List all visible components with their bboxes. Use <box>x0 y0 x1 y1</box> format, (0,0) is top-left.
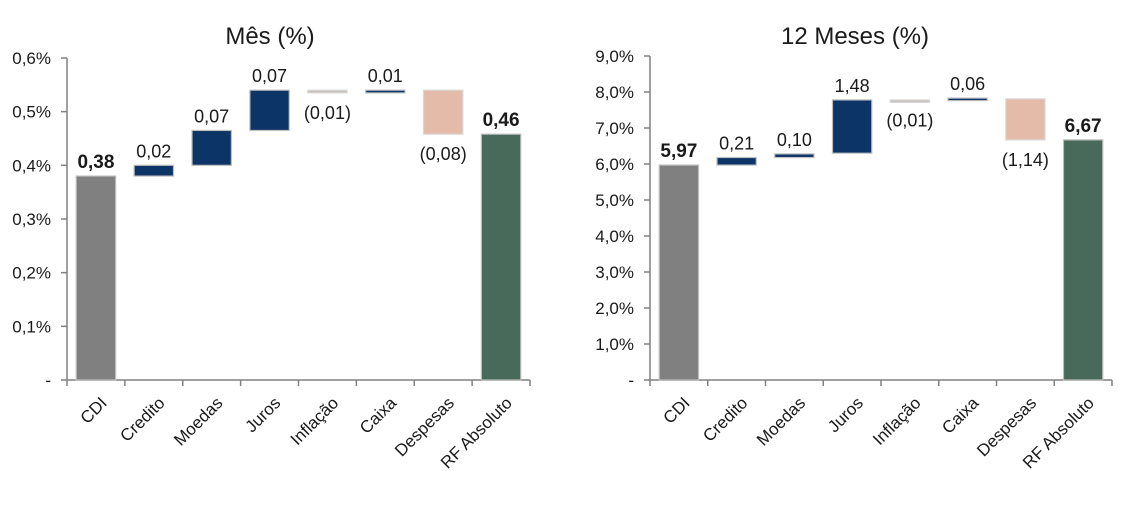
chart-panel-12m: 12 Meses (%) - 1,0% 2,0% 3,0% 4,0% 5,0% 6,0% 7,0… <box>595 23 1113 472</box>
data-label: 0,07 <box>194 106 229 126</box>
x-tick-label: Credito <box>116 393 168 445</box>
bar-rf-absoluto <box>1062 139 1104 381</box>
bar-credito <box>133 164 175 177</box>
chart-title: 12 Meses (%) <box>781 23 929 50</box>
y-tick-label: 4,0% <box>595 227 634 246</box>
y-tick-label: 0,6% <box>12 49 51 68</box>
data-label: (1,14) <box>1002 150 1049 170</box>
bar-juros <box>831 99 873 154</box>
bar-cdi <box>658 164 700 381</box>
data-label: 1,48 <box>835 76 870 96</box>
data-label: (0,01) <box>886 110 933 130</box>
y-tick-label: 0,5% <box>12 103 51 122</box>
data-label: 0,06 <box>950 74 985 94</box>
bar-caixa <box>365 89 406 94</box>
data-label: 0,38 <box>77 152 114 173</box>
y-tick-label: 5,0% <box>595 191 634 210</box>
chart-title: Mês (%) <box>225 23 314 50</box>
bar-credito <box>716 156 757 166</box>
data-label: 0,46 <box>483 110 520 131</box>
y-tick-label: 0,3% <box>12 210 51 229</box>
data-label: 0,21 <box>719 134 754 154</box>
y-tick-label: 8,0% <box>595 83 634 102</box>
data-label: 0,02 <box>136 141 171 161</box>
x-tick-label: Moedas <box>753 393 809 449</box>
bar-cdi <box>75 175 117 381</box>
x-tick-label: CDI <box>660 393 694 427</box>
bar-infla-o <box>889 99 931 104</box>
data-label: (0,01) <box>304 103 351 123</box>
x-tick-label: Caixa <box>356 393 401 438</box>
x-tick-label: Inflação <box>287 393 343 449</box>
data-label: 0,10 <box>777 130 812 150</box>
y-tick-label: 6,0% <box>595 155 634 174</box>
bar-despesas <box>1005 98 1046 141</box>
bar-caixa <box>947 97 988 102</box>
y-tick-label: 0,4% <box>12 156 51 175</box>
data-label: 5,97 <box>660 141 697 162</box>
x-tick-label: Caixa <box>938 393 983 438</box>
bar-rf-absoluto <box>480 133 522 381</box>
y-tick-label: 1,0% <box>595 335 634 354</box>
x-tick-label: Juros <box>242 393 285 436</box>
y-tick-label: 0,1% <box>12 317 51 336</box>
y-tick-label: 7,0% <box>595 119 634 138</box>
data-label: 6,67 <box>1065 116 1102 137</box>
x-tick-label: Juros <box>824 393 867 436</box>
y-tick-label: 0,2% <box>12 264 51 283</box>
bar-despesas <box>422 89 464 135</box>
data-label: 0,07 <box>252 66 287 86</box>
bar-juros <box>249 89 290 132</box>
x-tick-label: Moedas <box>170 393 226 449</box>
bar-moedas <box>774 153 815 159</box>
bar-infla-o <box>307 89 348 94</box>
y-tick-label: - <box>628 371 634 390</box>
x-tick-label: CDI <box>77 393 111 427</box>
y-tick-label: 9,0% <box>595 47 634 66</box>
x-tick-label: Inflação <box>869 393 925 449</box>
y-tick-label: - <box>45 371 51 390</box>
x-tick-label: Credito <box>699 393 751 445</box>
data-label: 0,01 <box>368 66 403 86</box>
y-tick-label: 2,0% <box>595 299 634 318</box>
y-tick-label: 3,0% <box>595 263 634 282</box>
data-label: (0,08) <box>420 144 467 164</box>
bar-moedas <box>191 129 232 166</box>
